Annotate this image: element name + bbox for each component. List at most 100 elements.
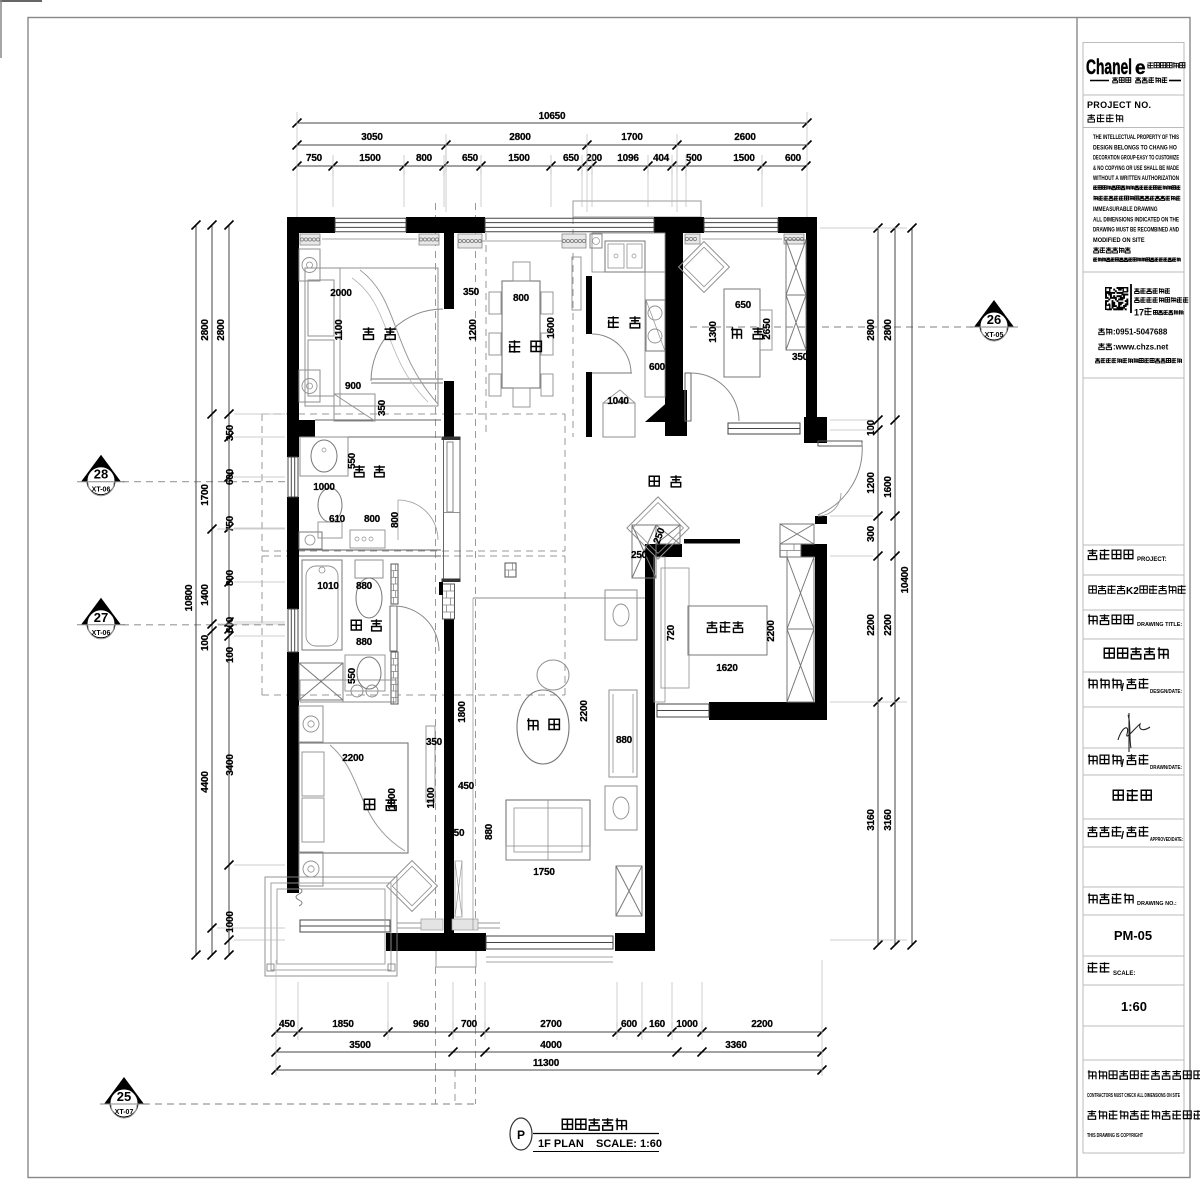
svg-text:DESIGN/DATE:: DESIGN/DATE: (1150, 689, 1182, 695)
svg-text:800: 800 (416, 153, 433, 164)
svg-text:1600: 1600 (546, 317, 557, 339)
svg-text:960: 960 (413, 1019, 430, 1030)
svg-text:2700: 2700 (540, 1019, 562, 1030)
svg-text:4000: 4000 (540, 1040, 562, 1051)
svg-text:APPROVED/DATE:: APPROVED/DATE: (1150, 837, 1183, 843)
svg-text:900: 900 (345, 381, 362, 392)
svg-text:350: 350 (463, 287, 480, 298)
svg-text:26: 26 (987, 312, 1001, 327)
svg-text:2800: 2800 (509, 132, 531, 143)
svg-text:1500: 1500 (359, 153, 381, 164)
svg-text:500: 500 (686, 153, 703, 164)
svg-text:1500: 1500 (387, 788, 398, 810)
svg-text:XT-06: XT-06 (92, 487, 111, 494)
svg-text:K2: K2 (1126, 586, 1139, 597)
svg-text:750: 750 (225, 515, 236, 532)
svg-text:800: 800 (364, 514, 381, 525)
svg-text:450: 450 (279, 1019, 296, 1030)
svg-text:600: 600 (785, 153, 802, 164)
svg-text:10400: 10400 (900, 566, 911, 593)
svg-text:1000: 1000 (313, 482, 335, 493)
svg-text:DRAWING NO.:: DRAWING NO.: (1137, 901, 1177, 907)
svg-text:350: 350 (377, 399, 388, 416)
svg-text:1750: 1750 (533, 867, 555, 878)
svg-text:1800: 1800 (457, 701, 468, 723)
svg-text:2200: 2200 (866, 614, 877, 636)
svg-text:CONTRACTORS MUST CHECK ALL DIM: CONTRACTORS MUST CHECK ALL DIMENSIONS ON… (1087, 1093, 1180, 1099)
svg-text:2800: 2800 (883, 319, 894, 341)
svg-text:2800: 2800 (216, 319, 227, 341)
svg-text:350: 350 (792, 352, 809, 363)
svg-text:XT-05: XT-05 (985, 332, 1004, 339)
svg-text:& NO COPYING OR USE SHALL BE M: & NO COPYING OR USE SHALL BE MADE (1093, 165, 1179, 172)
svg-text:PM-05: PM-05 (1114, 928, 1152, 943)
svg-text:2800: 2800 (200, 319, 211, 341)
svg-text:2200: 2200 (579, 700, 590, 722)
svg-text:XT-07: XT-07 (115, 1109, 134, 1116)
svg-text:160: 160 (649, 1019, 666, 1030)
svg-text:3360: 3360 (725, 1040, 747, 1051)
svg-text:50: 50 (454, 828, 465, 839)
svg-text:880: 880 (616, 735, 633, 746)
svg-text:25: 25 (117, 1089, 131, 1104)
svg-text:1600: 1600 (883, 476, 894, 498)
svg-text:250: 250 (631, 550, 648, 561)
svg-text:SCALE: 1:60: SCALE: 1:60 (596, 1138, 662, 1150)
svg-text:880: 880 (356, 637, 373, 648)
svg-text:2200: 2200 (342, 753, 364, 764)
svg-text:1:60: 1:60 (1121, 999, 1147, 1014)
svg-text:1100: 1100 (426, 787, 437, 809)
svg-text:1500: 1500 (733, 153, 755, 164)
svg-text:1700: 1700 (621, 132, 643, 143)
svg-text:DRAWING TITLE:: DRAWING TITLE: (1137, 622, 1182, 628)
svg-text:1100: 1100 (334, 319, 345, 341)
svg-text:2000: 2000 (330, 288, 352, 299)
svg-text:1000: 1000 (676, 1019, 698, 1030)
svg-text:720: 720 (666, 624, 677, 641)
svg-text:800: 800 (225, 569, 236, 586)
svg-text:10650: 10650 (539, 111, 566, 122)
svg-text:650: 650 (462, 153, 479, 164)
svg-text:IMMEASURABLE DRAWING: IMMEASURABLE DRAWING (1093, 206, 1158, 213)
svg-text:100: 100 (225, 646, 236, 663)
svg-text:DRAWING MUST BE RECOMBINED AND: DRAWING MUST BE RECOMBINED AND (1093, 227, 1179, 234)
svg-text:/: / (1121, 682, 1124, 694)
svg-text:750: 750 (306, 153, 323, 164)
svg-text:4400: 4400 (200, 771, 211, 793)
svg-text:2200: 2200 (751, 1019, 773, 1030)
svg-text:300: 300 (866, 525, 877, 542)
svg-text:1850: 1850 (332, 1019, 354, 1030)
svg-text:650: 650 (735, 300, 752, 311)
svg-text:600: 600 (649, 362, 666, 373)
svg-text:2200: 2200 (883, 614, 894, 636)
svg-text:350: 350 (225, 424, 236, 441)
svg-text:1620: 1620 (716, 663, 738, 674)
svg-text:THIS DRAWING IS COPYRIGHT: THIS DRAWING IS COPYRIGHT (1087, 1133, 1143, 1139)
svg-text:3160: 3160 (883, 809, 894, 831)
svg-text:DESIGN BELONGS TO CHANG HO: DESIGN BELONGS TO CHANG HO (1093, 144, 1177, 151)
svg-text:2800: 2800 (866, 319, 877, 341)
svg-text:404: 404 (653, 153, 670, 164)
svg-text:1040: 1040 (607, 396, 629, 407)
svg-text:350: 350 (426, 737, 443, 748)
svg-text:Chanel: Chanel (1086, 56, 1132, 79)
svg-text::www.chzs.net: :www.chzs.net (1113, 343, 1169, 352)
svg-text:28: 28 (94, 467, 108, 482)
svg-text:1400: 1400 (200, 584, 211, 606)
svg-text:550: 550 (347, 667, 358, 684)
svg-text:3500: 3500 (349, 1040, 371, 1051)
svg-text:610: 610 (329, 514, 346, 525)
svg-text:10800: 10800 (184, 584, 195, 611)
svg-text:450: 450 (458, 781, 475, 792)
svg-text:1700: 1700 (200, 484, 211, 506)
svg-text:WITHOUT A WRITTEN AUTHORIZATIO: WITHOUT A WRITTEN AUTHORIZATION (1093, 175, 1179, 182)
svg-text:800: 800 (513, 293, 530, 304)
svg-text:SCALE:: SCALE: (1113, 971, 1135, 977)
svg-text:e: e (1135, 58, 1146, 79)
svg-text:DRAWN/DATE:: DRAWN/DATE: (1150, 765, 1182, 771)
svg-text:550: 550 (347, 452, 358, 469)
svg-text:1010: 1010 (317, 581, 339, 592)
svg-text:700: 700 (461, 1019, 478, 1030)
svg-text:XT-06: XT-06 (92, 630, 111, 637)
svg-text:200: 200 (586, 153, 603, 164)
